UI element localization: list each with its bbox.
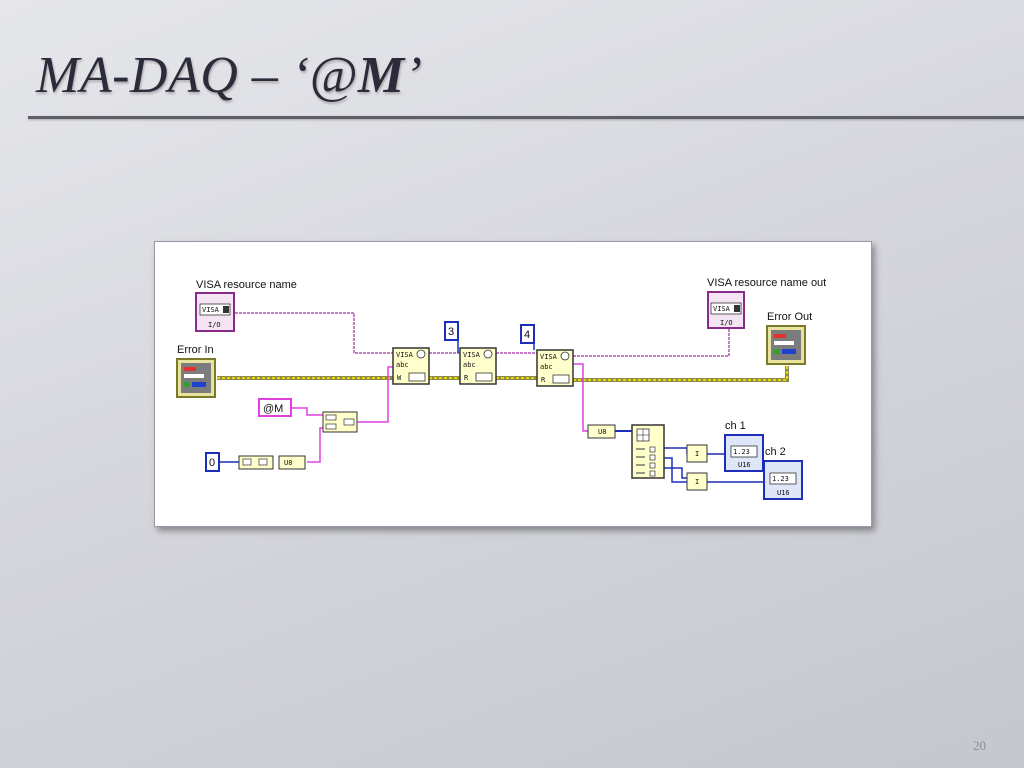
visa-write-w-text: W	[397, 374, 402, 382]
concatenate-strings-node[interactable]	[322, 411, 358, 433]
ch1-u16-text: U16	[738, 461, 751, 469]
join-numbers-node-1[interactable]: I	[686, 444, 708, 463]
visa-out-io-text: I/O	[720, 319, 733, 327]
error-wire	[217, 366, 789, 382]
string-wire-concat	[357, 366, 393, 423]
visa-resource-name-out-indicator[interactable]: VISA I/O	[707, 291, 745, 329]
ch2-label: ch 2	[765, 446, 786, 458]
title-underline	[28, 116, 1024, 119]
at-m-string-constant[interactable]: @M	[258, 398, 292, 417]
visa-icon-text: VISA	[202, 306, 220, 314]
join2-text: I	[695, 478, 699, 486]
block-diagram: VISA resource name VISA resource name ou…	[176, 277, 826, 500]
slide-title: MA-DAQ – ‘@M’	[36, 46, 423, 105]
slide-title-bold: M	[357, 47, 405, 104]
visa-out-icon-text: VISA	[713, 305, 731, 313]
visa-read1-r-text: R	[464, 374, 469, 382]
numeric-wire-idx1	[664, 447, 688, 454]
to-u8-node[interactable]: U8	[278, 455, 306, 470]
three-numeric-constant[interactable]: 3	[444, 321, 459, 341]
string-wire-read	[573, 363, 588, 432]
string-to-byte-array-node[interactable]: U8	[587, 424, 616, 439]
visa-write-node[interactable]: VISA abc W	[392, 347, 430, 385]
ch2-indicator[interactable]: 1.23 U16	[763, 460, 803, 500]
byte-array-u8-text: U8	[598, 428, 606, 436]
numeric-wire-idx2	[664, 467, 687, 479]
visa-write-visa-text: VISA	[396, 351, 414, 359]
join-numbers-node-2[interactable]: I	[686, 472, 708, 491]
page-number: 20	[973, 738, 986, 753]
visa-write-abc-text: abc	[396, 361, 409, 369]
visa-read2-abc-text: abc	[540, 363, 553, 371]
visa-read-node-2[interactable]: VISA abc R	[536, 349, 574, 387]
string-wire-u8	[307, 427, 323, 463]
at-m-constant-text: @M	[263, 403, 283, 415]
error-out-label: Error Out	[767, 311, 812, 323]
ch2-u16-text: U16	[777, 489, 790, 497]
numeric-wire-idx2b	[664, 457, 687, 483]
string-wire-atm	[292, 407, 323, 416]
to-u8-text: U8	[284, 459, 292, 467]
ch1-num-text: 1.23	[733, 448, 750, 456]
zero-numeric-constant[interactable]: 0	[205, 452, 220, 472]
visa-read2-r-text: R	[541, 376, 546, 384]
error-in-label: Error In	[177, 344, 214, 356]
error-out-indicator[interactable]	[766, 325, 806, 365]
three-constant-text: 3	[448, 326, 454, 338]
four-numeric-constant[interactable]: 4	[520, 324, 535, 344]
visa-resource-name-label: VISA resource name	[196, 279, 297, 291]
visa-read1-abc-text: abc	[463, 361, 476, 369]
visa-resource-name-control[interactable]: VISA I/O	[195, 292, 235, 332]
visa-read-node-1[interactable]: VISA abc R	[459, 347, 497, 385]
error-in-control[interactable]	[176, 358, 216, 398]
ch1-label: ch 1	[725, 420, 746, 432]
four-constant-text: 4	[524, 329, 530, 341]
visa-read2-visa-text: VISA	[540, 353, 558, 361]
number-to-string-node[interactable]	[238, 455, 274, 470]
visa-resource-name-out-label: VISA resource name out	[707, 277, 826, 289]
ch2-num-text: 1.23	[772, 475, 789, 483]
join1-text: I	[695, 450, 699, 458]
visa-wire	[235, 312, 393, 354]
block-diagram-panel: VISA resource name VISA resource name ou…	[154, 241, 872, 527]
visa-io-text: I/O	[208, 321, 221, 329]
decimate-array-node[interactable]	[631, 424, 665, 479]
ch1-indicator[interactable]: 1.23 U16	[724, 434, 764, 472]
zero-constant-text: 0	[209, 457, 215, 469]
slide-title-end: ’	[404, 47, 423, 104]
slide-title-main: MA-DAQ – ‘@	[36, 47, 358, 104]
visa-read1-visa-text: VISA	[463, 351, 481, 359]
visa-wire-out	[573, 322, 730, 357]
